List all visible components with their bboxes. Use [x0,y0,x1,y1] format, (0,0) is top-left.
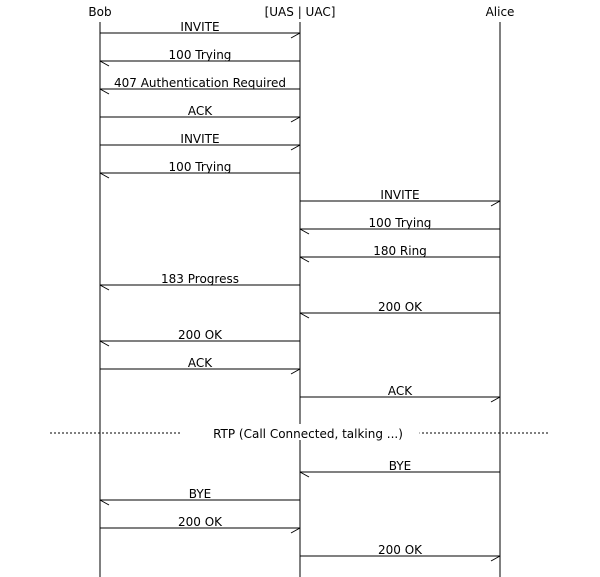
message-label: BYE [389,459,412,473]
arrowhead [490,555,501,562]
message-label: 100 Trying [169,160,232,174]
message-label: ACK [188,356,213,370]
arrowhead [299,312,310,319]
message-label: 407 Authentication Required [114,76,286,90]
participant-headers: Bob [UAS | UAC] Alice [88,5,514,19]
message-label: ACK [188,104,213,118]
arrowhead [99,60,110,67]
participant-uas-uac: [UAS | UAC] [265,5,336,19]
arrowhead [290,144,301,151]
message-label: 100 Trying [169,48,232,62]
arrowhead [299,471,310,478]
separator-label: RTP (Call Connected, talking ...) [213,427,403,441]
arrowhead [290,32,301,39]
arrowhead [290,116,301,123]
message-label: INVITE [180,20,219,34]
message-label: 183 Progress [161,272,239,286]
message-label: INVITE [380,188,419,202]
arrowhead [290,527,301,534]
message-label: 200 OK [378,543,423,557]
arrowhead [490,200,501,207]
message-label: 200 OK [178,328,223,342]
message-label: INVITE [180,132,219,146]
arrowhead [290,368,301,375]
lifelines [99,22,501,577]
message-label: BYE [189,487,212,501]
message-label: 100 Trying [369,216,432,230]
participant-alice: Alice [486,5,515,19]
message-label: 180 Ring [373,244,427,258]
arrowhead [99,172,110,179]
arrowhead [99,88,110,95]
message-label: 200 OK [178,515,223,529]
arrowhead [299,228,310,235]
separator-label-bg [180,424,420,440]
arrowhead [299,256,310,263]
arrowhead [99,284,110,291]
arrowhead [490,396,501,403]
participant-bob: Bob [88,5,111,19]
arrowhead [99,499,110,506]
arrowhead [99,340,110,347]
message-label: ACK [388,384,413,398]
messages: INVITE 100 Trying 407 Authentication Requi… [50,20,550,562]
message-label: 200 OK [378,300,423,314]
